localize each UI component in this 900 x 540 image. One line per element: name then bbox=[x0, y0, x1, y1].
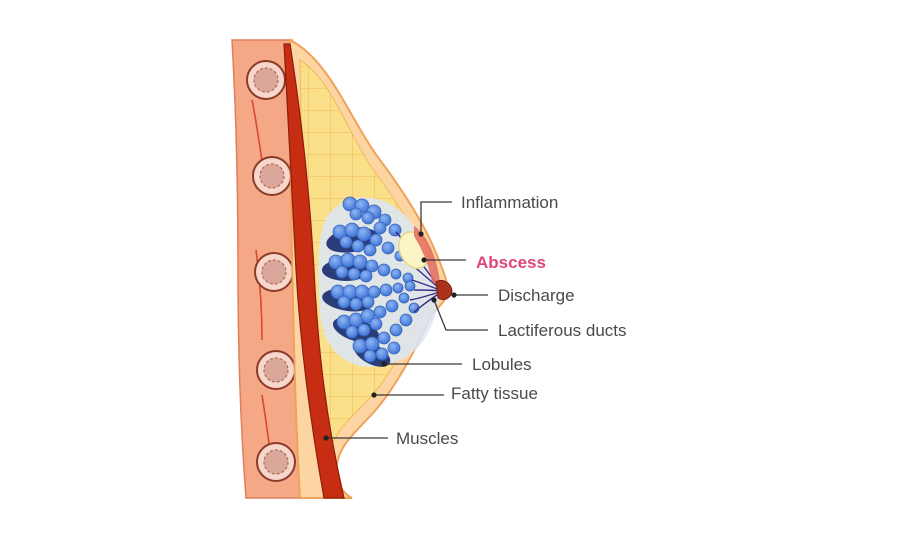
lobe bbox=[332, 222, 406, 262]
inflammation-dot bbox=[418, 231, 424, 237]
leader-lines bbox=[323, 201, 488, 441]
lobe bbox=[342, 196, 402, 237]
muscles-dot bbox=[323, 435, 329, 441]
lobe bbox=[336, 292, 410, 339]
rib-section bbox=[246, 60, 286, 100]
lobules bbox=[328, 196, 420, 363]
muscle-band bbox=[283, 43, 345, 499]
label-inflammation: Inflammation bbox=[461, 193, 558, 212]
abscess-dot bbox=[421, 257, 427, 263]
lobe bbox=[352, 302, 420, 363]
inflammation-leader bbox=[420, 201, 452, 234]
rib-sections bbox=[246, 60, 296, 482]
label-lactiferous-ducts: Lactiferous ducts bbox=[498, 321, 627, 340]
rib-section bbox=[256, 350, 296, 390]
rib-section bbox=[254, 252, 294, 292]
ducts-dot bbox=[431, 297, 437, 303]
lobe bbox=[330, 280, 416, 311]
fatty-tissue-dot bbox=[371, 392, 377, 398]
inflammation-area bbox=[414, 226, 440, 284]
label-lobules: Lobules bbox=[472, 355, 532, 374]
label-abscess: Abscess bbox=[476, 253, 546, 272]
labels: Inflammation Abscess Discharge Lactifero… bbox=[396, 193, 627, 448]
label-fatty-tissue: Fatty tissue bbox=[451, 384, 538, 403]
rib-section bbox=[256, 442, 296, 482]
rib-section bbox=[252, 156, 292, 196]
nipple bbox=[435, 279, 453, 301]
lobe bbox=[328, 252, 414, 284]
lobules-dot bbox=[381, 361, 387, 367]
discharge-dot bbox=[451, 292, 457, 298]
ducts-leader bbox=[433, 299, 488, 331]
label-muscles: Muscles bbox=[396, 429, 458, 448]
label-discharge: Discharge bbox=[498, 286, 575, 305]
